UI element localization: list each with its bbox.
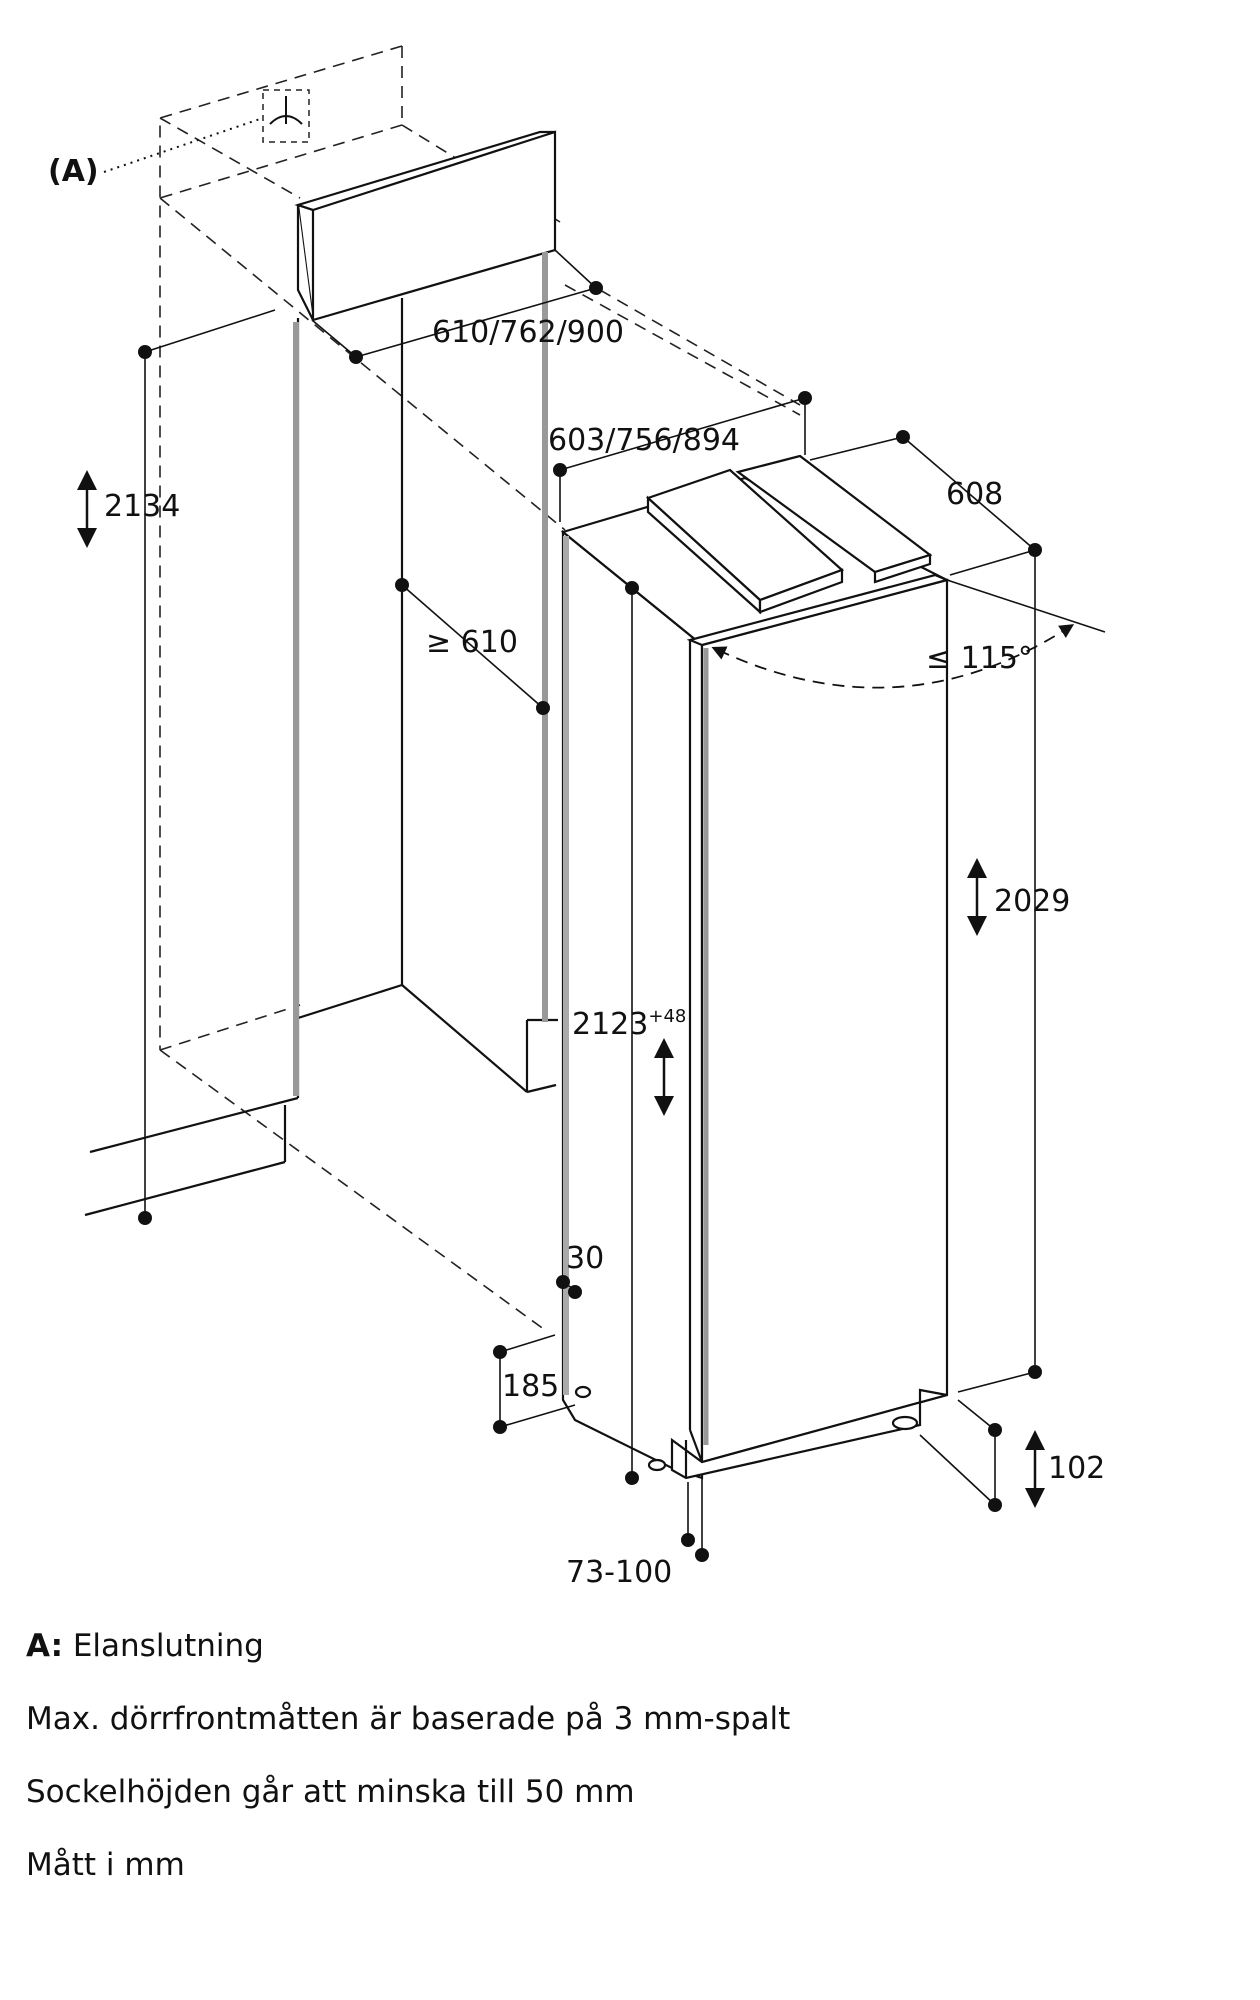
legend-note-door: Max. dörrfrontmåtten är baserade på 3 mm… — [26, 1701, 791, 1737]
appliance-door — [686, 573, 951, 1464]
dim-depth: 608 — [946, 477, 1003, 512]
dim-door-height-base: 2123 — [572, 1007, 648, 1042]
callout-a-label: (A) — [48, 154, 99, 189]
legend-note-units: Mått i mm — [26, 1847, 185, 1883]
installation-diagram: (A) — [48, 45, 1106, 1590]
dim-appliance-height: 2029 — [994, 884, 1070, 919]
dimension-endpoints — [138, 281, 1042, 1562]
dim-plinth-height: 102 — [1048, 1451, 1105, 1486]
legend-a: A: Elanslutning — [26, 1628, 1226, 1664]
dim-plinth-setback: 73-100 — [566, 1555, 672, 1590]
dim-door-angle: ≤ 115° — [926, 641, 1033, 676]
diagram-drawing: (A) — [48, 45, 1106, 1590]
cabinet-top-panel — [294, 130, 557, 322]
niche-outline — [159, 45, 801, 1331]
legend-a-text: Elanslutning — [72, 1628, 264, 1664]
dim-min-depth: ≥ 610 — [426, 625, 518, 660]
cabinet-walls — [84, 298, 558, 1217]
cabinet-side-panel — [293, 252, 548, 1096]
dim-door-height-tolerance: +48 — [648, 1006, 686, 1027]
appliance-plinth — [574, 1385, 948, 1480]
door-swing-arc — [711, 579, 1106, 689]
dim-gap: 30 — [566, 1241, 604, 1276]
outlet-icon — [103, 89, 310, 173]
dim-niche-height: 2134 — [104, 489, 180, 524]
dim-top-widths: 603/756/894 — [548, 423, 740, 458]
legend-a-key: A: — [26, 1628, 63, 1664]
dim-plinth-depth: 185 — [502, 1369, 559, 1404]
dim-door-height: 2123+48 — [572, 1006, 686, 1042]
dim-niche-widths: 610/762/900 — [432, 315, 624, 350]
height-arrows — [77, 470, 1045, 1508]
legend-note-plinth: Sockelhöjden går att minska till 50 mm — [26, 1774, 635, 1810]
appliance-top-block — [645, 454, 933, 615]
legend-notes: A: Elanslutning Max. dörrfrontmåtten är … — [26, 1628, 1226, 1920]
dimension-lines — [144, 249, 1036, 1555]
